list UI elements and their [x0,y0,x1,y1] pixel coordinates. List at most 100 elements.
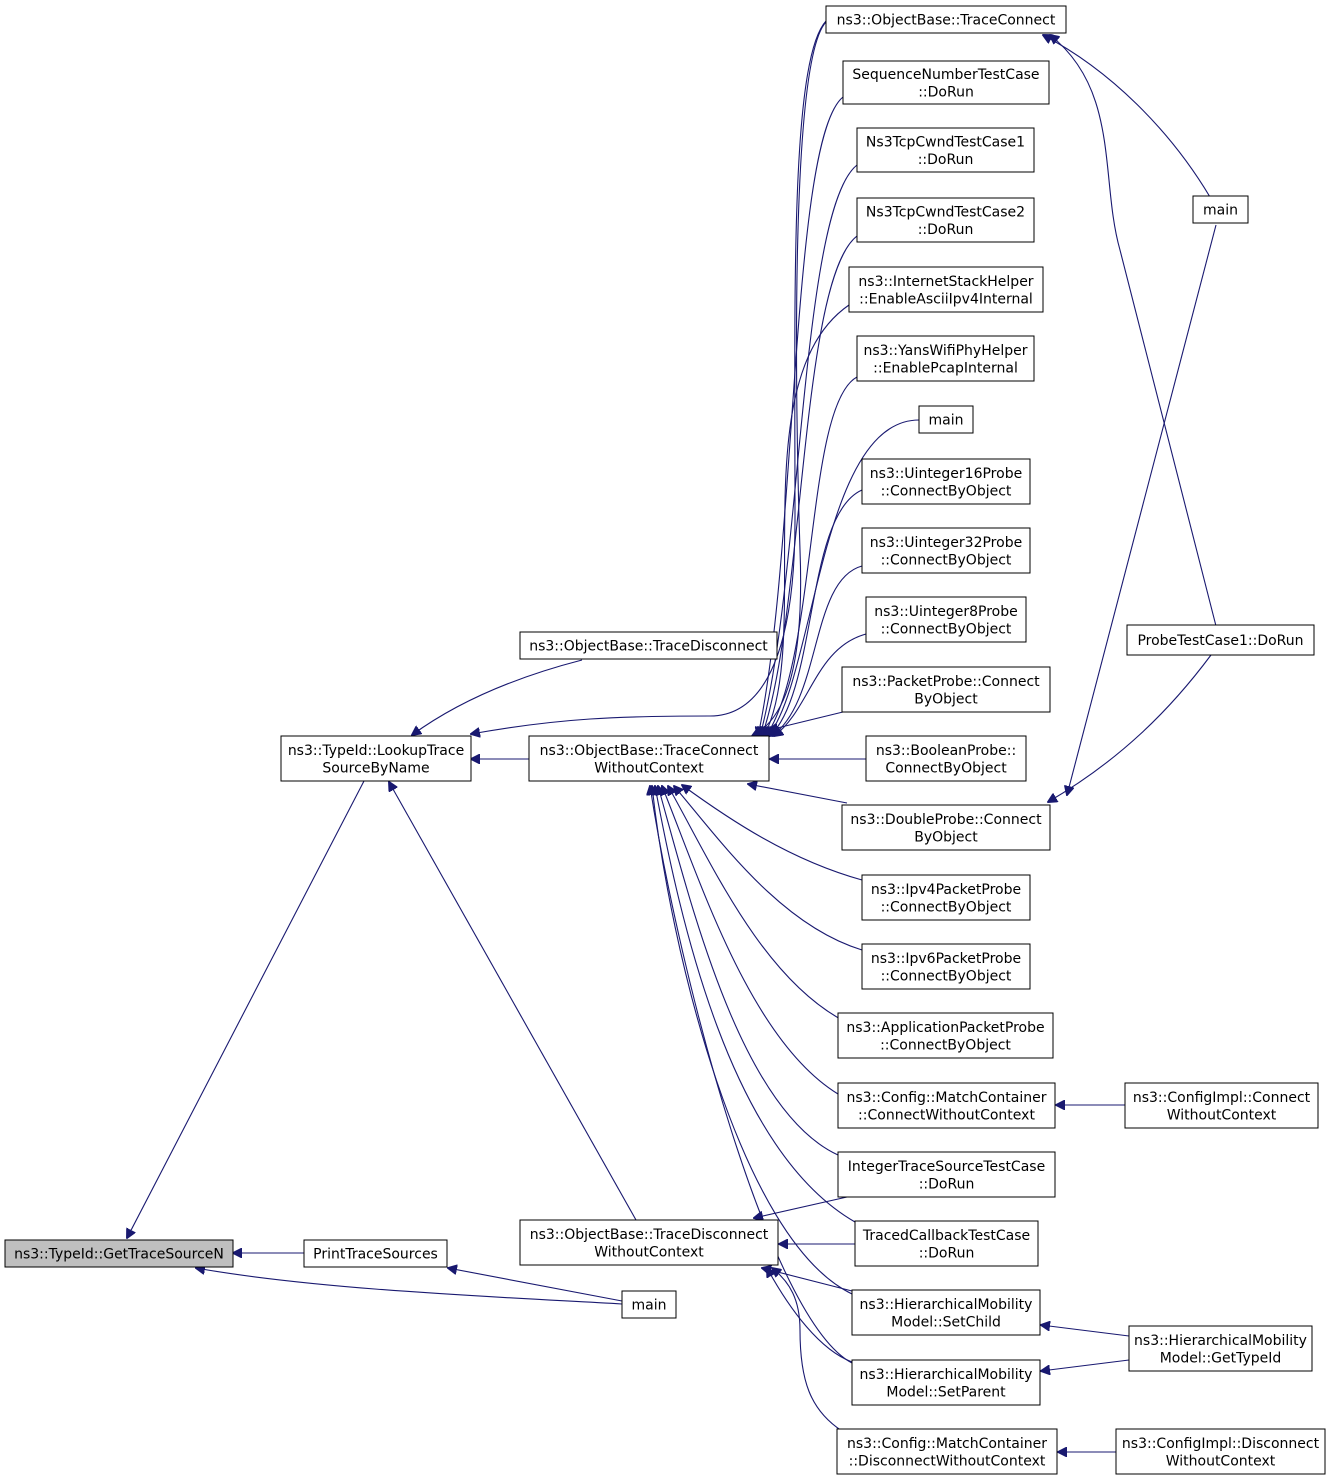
graph-node-n21[interactable]: ns3::Ipv6PacketProbe::ConnectByObject [861,943,1031,990]
node-label-line: IntegerTraceSourceTestCase [848,1159,1045,1175]
graph-node-n23[interactable]: ns3::Config::MatchContainer::ConnectWith… [837,1082,1056,1129]
node-label-line: SequenceNumberTestCase [852,67,1039,83]
edge-tracedisconnect-to-lookup [412,659,583,735]
node-label-line: ns3::InternetStackHelper [858,274,1033,290]
node-label-line: ProbeTestCase1::DoRun [1137,633,1303,649]
node-label-line: ::ConnectByObject [881,483,1012,499]
node-box [280,735,472,782]
node-label-line: ns3::Uinteger16Probe [870,466,1022,482]
node-box [519,631,778,660]
edge-cwnd2-to-traceconnectwithoutcontext [762,235,858,736]
node-label-line: main [929,413,964,429]
node-label-line: ns3::DoubleProbe::Connect [850,812,1042,828]
node-box [918,405,974,434]
graph-node-n20[interactable]: ns3::Ipv4PacketProbe::ConnectByObject [861,874,1031,921]
node-box [1128,1325,1313,1372]
node-label-line: ::DisconnectWithoutContext [849,1453,1046,1469]
graph-node-n18[interactable]: ns3::BooleanProbe::ConnectByObject [865,735,1027,782]
graph-node-n15[interactable]: ns3::Uinteger32Probe::ConnectByObject [861,527,1031,574]
node-label-line: WithoutContext [594,760,704,776]
edge-uint32-to-traceconnectwithoutcontext [772,565,863,736]
graph-node-n32[interactable]: ns3::HierarchicalMobilityModel::GetTypeI… [1128,1325,1313,1372]
node-label-line: main [1203,203,1238,219]
graph-node-n31[interactable]: ns3::ConfigImpl::ConnectWithoutContext [1124,1082,1319,1129]
edge-tracedisconnectwithoutcontext-to-lookup [389,782,637,1221]
node-box [861,943,1031,990]
node-label-line: ::ConnectByObject [881,552,1012,568]
node-label-line: ::ConnectByObject [881,968,1012,984]
node-label-line: ns3::Config::MatchContainer [847,1436,1047,1452]
node-box [1115,1428,1326,1475]
node-label-line: ns3::ApplicationPacketProbe [846,1020,1044,1036]
node-box [865,735,1027,782]
node-box [837,1012,1054,1059]
node-label-line: TracedCallbackTestCase [862,1228,1030,1244]
node-label-line: WithoutContext [1166,1453,1276,1469]
node-box [854,1220,1039,1267]
node-label-line: ::ConnectByObject [881,899,1012,915]
graph-node-n27[interactable]: ns3::HierarchicalMobilityModel::SetParen… [851,1359,1041,1406]
node-label-line: SourceByName [322,760,429,776]
graph-node-n29[interactable]: main [1192,195,1249,224]
graph-node-n7[interactable]: ns3::ObjectBase::TraceConnect [825,5,1067,34]
node-box [1192,195,1249,224]
graph-node-n22[interactable]: ns3::ApplicationPacketProbe::ConnectByOb… [837,1012,1054,1059]
graph-node-n6[interactable]: ns3::ObjectBase::TraceDisconnectWithoutC… [519,1219,779,1266]
node-label-line: ns3::HierarchicalMobility [860,1367,1033,1383]
edge-setchild-to-traceconnectwithoutcontext [652,786,853,1295]
node-label-line: ns3::ObjectBase::TraceDisconnect [530,1227,769,1243]
node-box [848,266,1044,313]
node-box [1126,624,1315,656]
edge-main13-to-traceconnectwithoutcontext [768,419,920,736]
graph-node-n30[interactable]: ProbeTestCase1::DoRun [1126,624,1315,656]
graph-node-n0[interactable]: ns3::TypeId::GetTraceSourceN [4,1239,234,1268]
graph-node-n3[interactable]: main [621,1290,677,1319]
edge-tracedcallback-to-traceconnectwithoutcontext [655,786,856,1223]
node-box [851,1289,1041,1336]
node-layer: ns3::TypeId::GetTraceSourceN ns3::TypeId:… [4,5,1326,1475]
graph-node-n24[interactable]: IntegerTraceSourceTestCase::DoRun [837,1151,1056,1198]
graph-node-n11[interactable]: ns3::InternetStackHelper::EnableAsciiIpv… [848,266,1044,313]
graph-node-n9[interactable]: Ns3TcpCwndTestCase1::DoRun [856,127,1035,173]
graph-node-n4[interactable]: ns3::ObjectBase::TraceDisconnect [519,631,778,660]
node-label-line: ns3::ObjectBase::TraceDisconnect [529,639,768,655]
node-label-line: ns3::ObjectBase::TraceConnect [540,743,759,759]
node-box [528,735,770,782]
node-box [1124,1082,1319,1129]
edge-setparent-to-tracedisconnectwithoutcontext [767,1268,853,1363]
graph-node-n8[interactable]: SequenceNumberTestCase::DoRun [842,60,1050,105]
node-box [519,1219,779,1266]
edge-main29-to-doubleprobe [1067,224,1217,795]
graph-node-n28[interactable]: ns3::Config::MatchContainer::DisconnectW… [836,1428,1058,1475]
node-label-line: ns3::Config::MatchContainer [847,1090,1047,1106]
edge-probetestcase1-to-doubleprobe [1048,654,1212,802]
graph-node-n17[interactable]: ns3::PacketProbe::ConnectByObject [841,666,1051,713]
edge-uint16-to-traceconnectwithoutcontext [770,489,863,736]
graph-node-n10[interactable]: Ns3TcpCwndTestCase2::DoRun [856,197,1035,243]
edge-integertrace-to-traceconnectwithoutcontext [658,786,839,1156]
graph-node-n12[interactable]: ns3::YansWifiPhyHelper::EnablePcapIntern… [856,335,1035,382]
node-label-line: ::DoRun [918,84,974,100]
node-label-line: Model::GetTypeId [1160,1350,1282,1366]
node-label-line: ns3::Uinteger32Probe [870,535,1022,551]
node-label-line: ns3::BooleanProbe:: [876,743,1016,759]
graph-node-n5[interactable]: ns3::ObjectBase::TraceConnectWithoutCont… [528,735,770,782]
node-box [303,1239,448,1268]
node-label-line: ns3::Uinteger8Probe [874,604,1018,620]
edge-setparent-to-traceconnectwithoutcontext [650,786,853,1364]
edge-main-to-gettracesourcen [196,1268,623,1305]
graph-node-n19[interactable]: ns3::DoubleProbe::ConnectByObject [841,804,1051,851]
edge-doubleprobe-to-traceconnectwithoutcontext [748,784,848,804]
graph-node-n2[interactable]: PrintTraceSources [303,1239,448,1268]
graph-node-n16[interactable]: ns3::Uinteger8Probe::ConnectByObject [865,596,1027,643]
node-label-line: ns3::Ipv4PacketProbe [871,882,1021,898]
graph-node-n25[interactable]: TracedCallbackTestCase::DoRun [854,1220,1039,1267]
edge-yanswifi-to-traceconnectwithoutcontext [766,376,858,736]
node-label-line: ns3::Ipv6PacketProbe [871,951,1021,967]
graph-node-n33[interactable]: ns3::ConfigImpl::DisconnectWithoutContex… [1115,1428,1326,1475]
node-label-line: ByObject [914,691,978,707]
graph-node-n14[interactable]: ns3::Uinteger16Probe::ConnectByObject [861,458,1031,505]
graph-node-n13[interactable]: main [918,405,974,434]
